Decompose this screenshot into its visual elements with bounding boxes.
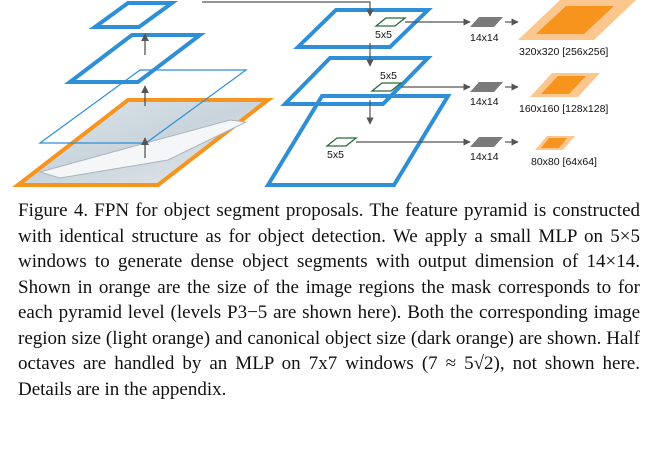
mask-label: 14x14 xyxy=(470,151,499,163)
bottom-up-layer-2 xyxy=(64,33,206,84)
caption-text: FPN for object segment proposals. The fe… xyxy=(18,200,641,400)
mask-output-bottom xyxy=(470,137,503,147)
region-label: 160x160 [128x128] xyxy=(519,103,608,115)
mask-label: 14x14 xyxy=(470,32,499,44)
caption-label: Figure 4. xyxy=(18,200,89,221)
window-label: 5x5 xyxy=(380,70,397,82)
region-256-dark xyxy=(536,6,614,34)
window-5x5-bottom xyxy=(325,137,358,147)
window-5x5-mid xyxy=(370,82,403,92)
pyramid-level-bottom xyxy=(264,94,452,187)
pyramid-level-mid xyxy=(280,56,433,106)
bottom-up-layer-3 xyxy=(88,1,179,29)
mask-label: 14x14 xyxy=(470,96,499,108)
window-label: 5x5 xyxy=(375,29,392,41)
boat-shape xyxy=(38,119,248,179)
pyramid-level-top xyxy=(293,8,433,49)
window-label: 5x5 xyxy=(327,149,344,161)
lateral-arrow xyxy=(202,1,374,17)
region-128-dark xyxy=(541,76,586,94)
window-5x5-top xyxy=(374,17,407,27)
region-label: 320x320 [256x256] xyxy=(519,46,608,58)
mask-output-top xyxy=(470,17,503,27)
mask-output-mid xyxy=(470,82,503,92)
figure-caption: Figure 4. FPN for object segment proposa… xyxy=(18,198,640,402)
region-64-dark xyxy=(541,138,567,148)
fpn-diagram: 5x5 5x5 5x5 14x14 14x14 14x14 320x320 [2… xyxy=(12,0,636,187)
bottom-up-layer-1 xyxy=(38,69,248,144)
region-label: 80x80 [64x64] xyxy=(531,156,597,168)
